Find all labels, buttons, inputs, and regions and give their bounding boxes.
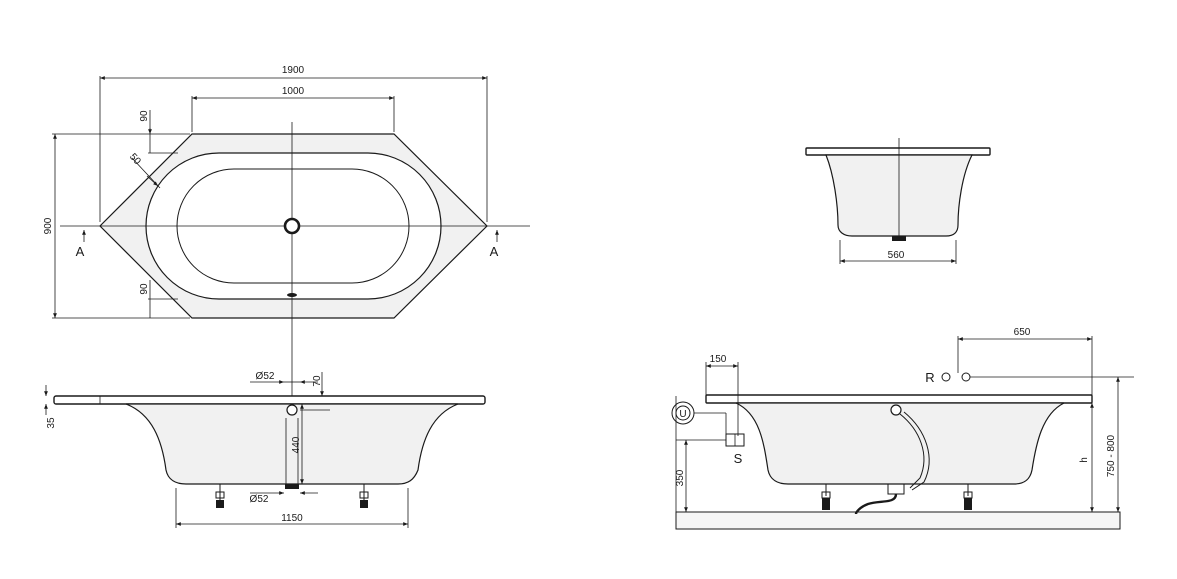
- side-tub-body: [735, 402, 1065, 485]
- dim-overall-length: 1900: [282, 65, 305, 76]
- side-overflow-icon: [890, 404, 902, 416]
- dim-overall-width: 900: [43, 217, 54, 234]
- section-label-right: A: [490, 244, 499, 259]
- section-rim: [805, 147, 991, 156]
- waste-hose: [854, 493, 898, 515]
- overflow-icon: [287, 293, 297, 297]
- trap-label: U: [679, 409, 686, 420]
- return-label: R: [925, 370, 934, 385]
- overflow-hose: [899, 413, 925, 489]
- dim-inner-length: 1000: [282, 86, 305, 97]
- front-tub-body: [125, 403, 459, 485]
- dim-overflow-depth: 440: [291, 436, 302, 453]
- siphon-label: S: [734, 451, 743, 466]
- floor-base: [675, 511, 1121, 530]
- dim-corner-top: 90: [139, 110, 150, 122]
- front-rim: [53, 395, 486, 405]
- dim-height-range: 750 - 800: [1106, 434, 1117, 477]
- return-circle-icon: [941, 372, 951, 382]
- front-elevation: Ø52 70 440 35 Ø52 1150: [44, 371, 486, 528]
- overflow-fitting-icon: [286, 404, 298, 416]
- side-rim: [705, 394, 1093, 404]
- dim-corner-bottom: 90: [139, 283, 150, 295]
- waste-outlet-icon: [285, 484, 299, 489]
- foot-left-icon: [215, 484, 225, 508]
- dim-height-label: h: [1079, 457, 1090, 463]
- installation-view: U S 150 350 R 650 h 750 - 800: [671, 327, 1134, 530]
- foot-right-icon: [359, 484, 369, 508]
- dim-chamfer: 50: [127, 152, 143, 168]
- dim-waste-dia-bottom: Ø52: [250, 494, 269, 505]
- dim-feet-span: 1150: [281, 513, 303, 524]
- side-foot-right-icon: [963, 484, 973, 510]
- dim-supply-offset: 150: [710, 354, 727, 365]
- dim-base-width: 560: [888, 250, 905, 261]
- section-label-left: A: [76, 244, 85, 259]
- dim-rim-height: 35: [46, 417, 57, 429]
- drain-icon: [283, 217, 301, 235]
- overflow-hose-outer: [903, 411, 930, 491]
- dim-waste-dia-top: Ø52: [256, 371, 275, 382]
- section-view: 560: [805, 138, 991, 264]
- section-drain-icon: [892, 236, 906, 241]
- side-foot-left-icon: [821, 484, 831, 510]
- dim-overflow-offset: 70: [312, 375, 323, 387]
- dim-waste-height: 350: [675, 469, 686, 486]
- dim-overflow-distance: 650: [1014, 327, 1031, 338]
- return-circle-2-icon: [961, 372, 971, 382]
- plan-view: 1900 1000 900 90 90 50 A A: [43, 65, 530, 460]
- waste-trap-icon: [887, 483, 905, 495]
